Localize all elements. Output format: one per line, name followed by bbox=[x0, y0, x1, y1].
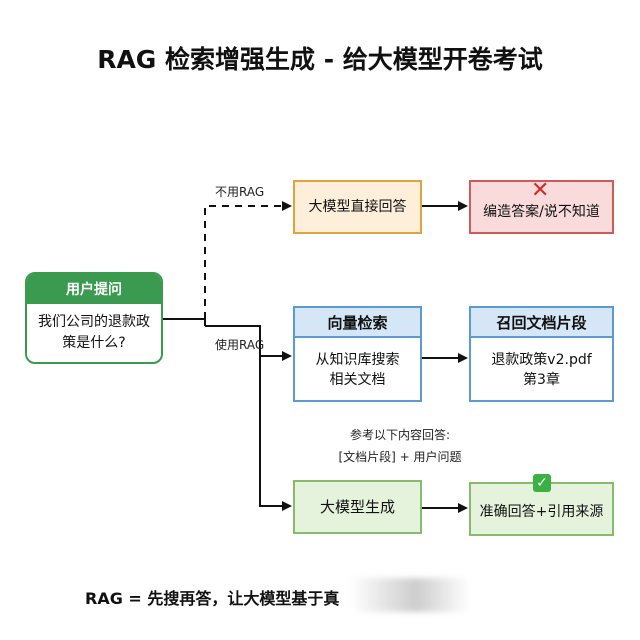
check-mark-icon: ✓ bbox=[533, 474, 551, 492]
label-use-rag: 使用RAG bbox=[215, 338, 265, 352]
vector-search-node: 向量检索 从知识库搜索 相关文档 bbox=[293, 306, 422, 402]
connector-rag-to-search bbox=[205, 325, 292, 361]
recall-docs-node: 召回文档片段 退款政策v2.pdf 第3章 bbox=[469, 306, 614, 402]
user-question-text: 我们公司的退款政策是什么? bbox=[38, 314, 150, 351]
direct-answer-node: 大模型直接回答 bbox=[293, 180, 422, 234]
label-no-rag: 不用RAG bbox=[215, 185, 265, 199]
x-mark-icon: ✕ bbox=[531, 178, 550, 203]
prompt-template-note: 参考以下内容回答: [文档片段] + 用户问题 bbox=[300, 424, 500, 468]
recall-docs-desc: 退款政策v2.pdf 第3章 bbox=[471, 338, 612, 402]
recall-docs-line1: 退款政策v2.pdf bbox=[491, 352, 592, 368]
connector-rag-to-generate bbox=[259, 356, 292, 511]
vector-search-line2: 相关文档 bbox=[329, 372, 386, 388]
fabricated-answer-node: 编造答案/说不知道 bbox=[469, 180, 614, 234]
vector-search-desc: 从知识库搜索 相关文档 bbox=[295, 338, 420, 402]
vector-search-line1: 从知识库搜索 bbox=[315, 352, 400, 368]
footer-summary: RAG = 先搜再答，让大模型基于真 bbox=[85, 589, 340, 608]
prompt-line2: [文档片段] + 用户问题 bbox=[338, 450, 462, 464]
user-question-node: 用户提问 我们公司的退款政策是什么? bbox=[25, 272, 163, 364]
footer-fade-overlay bbox=[350, 578, 470, 612]
connector-user-to-split bbox=[163, 318, 206, 326]
prompt-line1: 参考以下内容回答: bbox=[349, 428, 451, 442]
page-title: RAG 检索增强生成 - 给大模型开卷考试 bbox=[97, 45, 543, 74]
connector-no-rag-dashed bbox=[204, 201, 292, 319]
user-question-header: 用户提问 bbox=[27, 274, 161, 304]
recall-docs-line2: 第3章 bbox=[523, 372, 560, 388]
llm-generate-node: 大模型生成 bbox=[293, 480, 422, 534]
recall-docs-title: 召回文档片段 bbox=[471, 308, 612, 338]
vector-search-title: 向量检索 bbox=[295, 308, 420, 338]
